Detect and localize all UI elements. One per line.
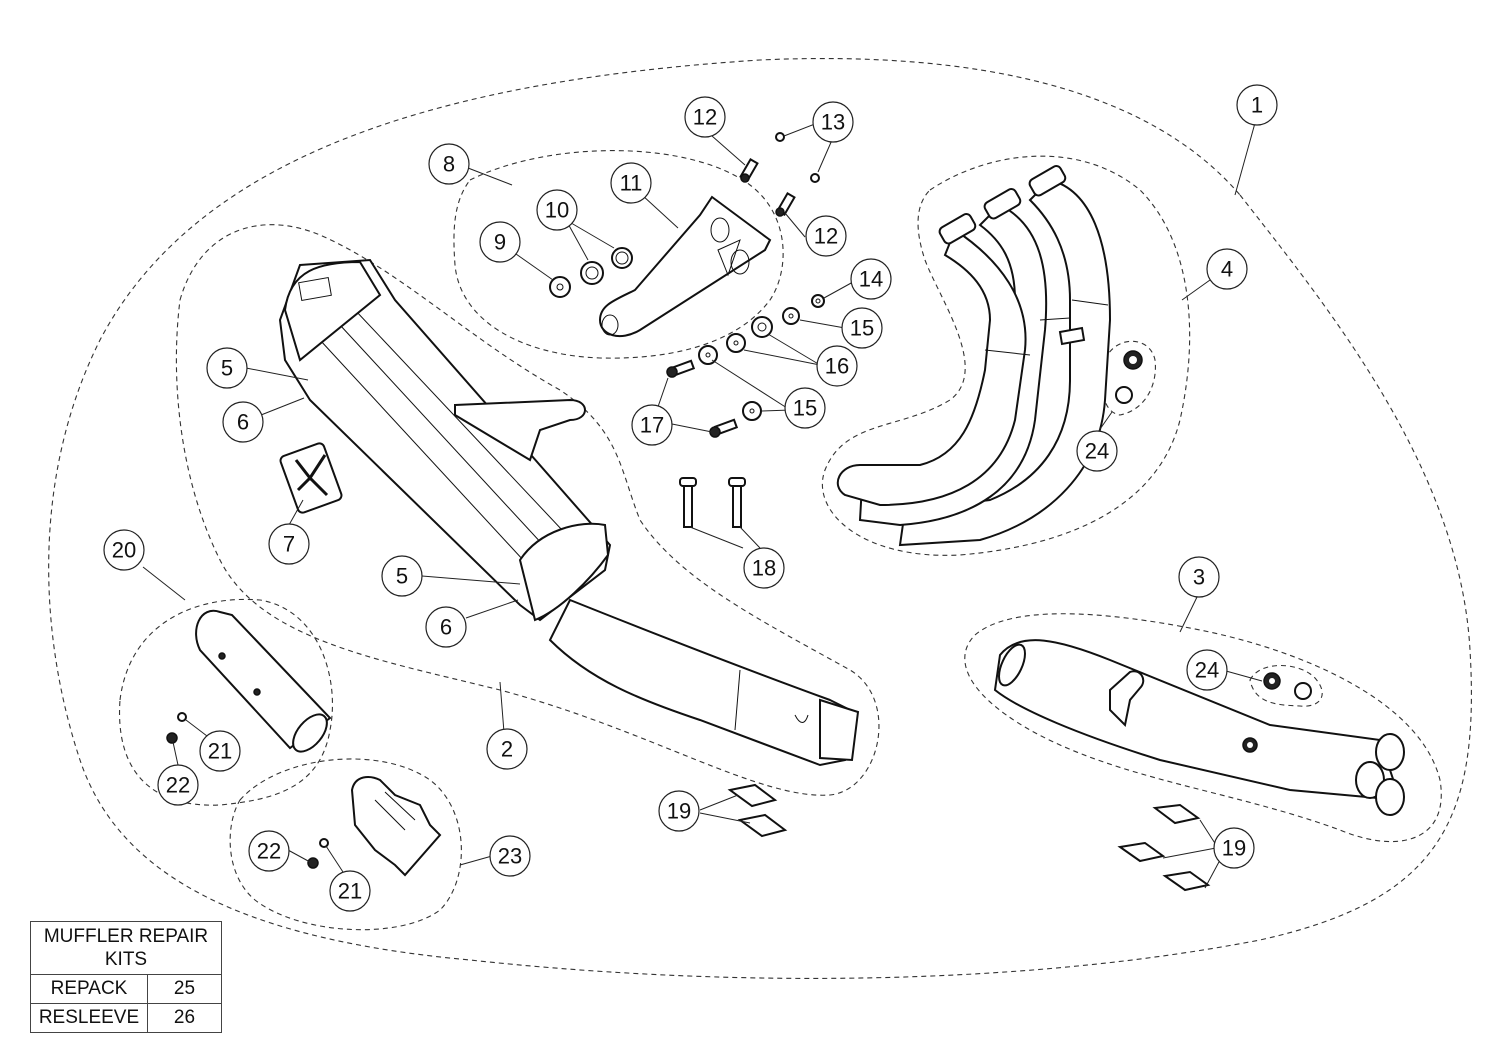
muffler-body xyxy=(278,258,860,767)
callout-11[interactable]: 11 xyxy=(610,162,652,204)
svg-text:24: 24 xyxy=(1085,439,1109,464)
repair-kits-title-line2: KITS xyxy=(104,949,148,970)
repair-kits-title-line1: MUFFLER REPAIR xyxy=(43,926,209,947)
header-pipes xyxy=(836,165,1143,547)
kit-name: REPACK xyxy=(30,974,148,1004)
callout-2[interactable]: 2 xyxy=(486,728,528,770)
callout-12b[interactable]: 12 xyxy=(805,215,847,257)
callout-4[interactable]: 4 xyxy=(1206,248,1248,290)
kit-number: 25 xyxy=(147,974,222,1004)
svg-text:13: 13 xyxy=(821,110,845,135)
springs xyxy=(727,783,1211,892)
akrapovic-sticker xyxy=(279,442,343,514)
svg-text:21: 21 xyxy=(338,879,362,904)
callout-19[interactable]: 19 xyxy=(658,790,700,832)
svg-text:8: 8 xyxy=(443,152,455,177)
muffler-bracket xyxy=(598,195,772,338)
callout-5[interactable]: 5 xyxy=(206,347,248,389)
svg-text:6: 6 xyxy=(440,615,452,640)
svg-text:12: 12 xyxy=(693,105,717,130)
group-1-boundary xyxy=(48,58,1472,979)
svg-text:20: 20 xyxy=(112,538,136,563)
svg-text:4: 4 xyxy=(1221,257,1233,282)
svg-text:1: 1 xyxy=(1251,93,1263,118)
callout-15b[interactable]: 15 xyxy=(784,387,826,429)
svg-text:16: 16 xyxy=(825,354,849,379)
callout-24b[interactable]: 24 xyxy=(1186,649,1228,691)
svg-text:17: 17 xyxy=(640,413,664,438)
callout-20[interactable]: 20 xyxy=(103,529,145,571)
svg-text:18: 18 xyxy=(752,556,776,581)
callout-19b[interactable]: 19 xyxy=(1213,827,1255,869)
callout-12[interactable]: 12 xyxy=(684,96,726,138)
callout-3[interactable]: 3 xyxy=(1178,556,1220,598)
bracket-hardware xyxy=(549,132,825,528)
svg-text:3: 3 xyxy=(1193,565,1205,590)
svg-text:6: 6 xyxy=(237,410,249,435)
callout-8[interactable]: 8 xyxy=(428,143,470,185)
callout-1[interactable]: 1 xyxy=(1236,84,1278,126)
svg-text:5: 5 xyxy=(221,356,233,381)
table-row: RESLEEVE 26 xyxy=(30,1003,222,1033)
svg-text:2: 2 xyxy=(501,737,513,762)
svg-text:24: 24 xyxy=(1195,658,1219,683)
svg-text:15: 15 xyxy=(793,396,817,421)
callout-22[interactable]: 22 xyxy=(157,764,199,806)
callout-23[interactable]: 23 xyxy=(489,835,531,877)
group-4-boundary xyxy=(821,155,1191,556)
callout-21[interactable]: 21 xyxy=(199,730,241,772)
callout-6[interactable]: 6 xyxy=(222,401,264,443)
callout-9[interactable]: 9 xyxy=(479,221,521,263)
group-20-boundary xyxy=(118,598,333,806)
group-2-boundary xyxy=(175,224,880,796)
repair-kits-title: MUFFLER REPAIR KITS xyxy=(30,921,222,975)
heat-shield xyxy=(166,609,332,753)
svg-text:19: 19 xyxy=(667,799,691,824)
callout-22b[interactable]: 22 xyxy=(248,830,290,872)
svg-text:22: 22 xyxy=(166,773,190,798)
group-24-link-boundary xyxy=(1249,664,1323,707)
svg-text:12: 12 xyxy=(814,224,838,249)
callout-6b[interactable]: 6 xyxy=(425,606,467,648)
svg-text:23: 23 xyxy=(498,844,522,869)
kit-number: 26 xyxy=(147,1003,222,1033)
group-8-boundary xyxy=(453,150,784,359)
callout-18[interactable]: 18 xyxy=(743,547,785,589)
leader-lines xyxy=(142,121,1263,889)
muffler-repair-kits-table: MUFFLER REPAIR KITS REPACK 25 RESLEEVE 2… xyxy=(30,921,222,1033)
svg-text:11: 11 xyxy=(620,171,643,196)
callout-13[interactable]: 13 xyxy=(812,101,854,143)
svg-text:5: 5 xyxy=(396,564,408,589)
svg-text:7: 7 xyxy=(283,532,295,557)
group-23-boundary xyxy=(229,758,462,931)
callout-15[interactable]: 15 xyxy=(841,307,883,349)
svg-text:15: 15 xyxy=(850,316,874,341)
callout-17[interactable]: 17 xyxy=(631,404,673,446)
link-pipe xyxy=(993,639,1405,816)
svg-text:21: 21 xyxy=(208,739,232,764)
callout-5b[interactable]: 5 xyxy=(381,555,423,597)
table-row: REPACK 25 xyxy=(30,974,222,1004)
callout-10[interactable]: 10 xyxy=(536,189,578,231)
callout-14[interactable]: 14 xyxy=(850,258,892,300)
svg-text:10: 10 xyxy=(545,198,569,223)
svg-text:19: 19 xyxy=(1222,836,1246,861)
callout-7[interactable]: 7 xyxy=(268,523,310,565)
svg-text:22: 22 xyxy=(257,839,281,864)
kit-name: RESLEEVE xyxy=(30,1003,148,1033)
group-3-boundary xyxy=(964,613,1442,843)
svg-text:9: 9 xyxy=(494,230,506,255)
callout-24[interactable]: 24 xyxy=(1076,430,1118,472)
callout-16[interactable]: 16 xyxy=(816,345,858,387)
callout-21b[interactable]: 21 xyxy=(329,870,371,912)
svg-text:14: 14 xyxy=(859,267,883,292)
end-cap xyxy=(307,776,442,877)
